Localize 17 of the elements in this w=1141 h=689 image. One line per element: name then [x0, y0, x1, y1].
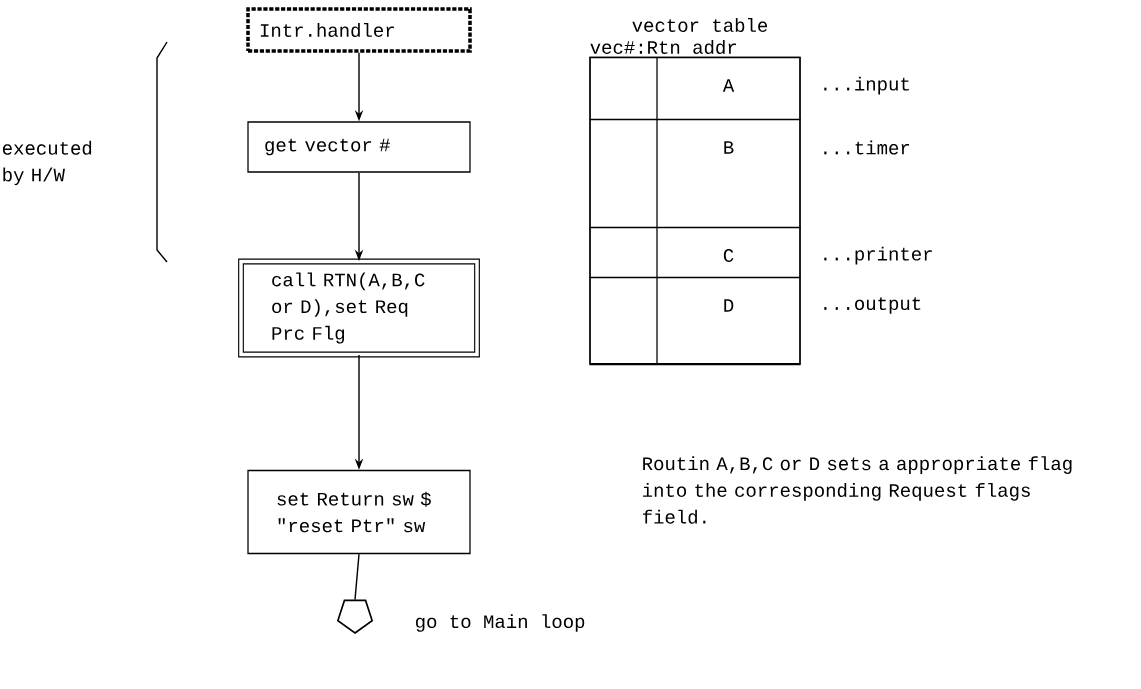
note: go to Main loop — [416, 614, 585, 632]
note: ...output — [824, 297, 921, 314]
table-row: D — [589, 276, 801, 365]
process-box: Intr.handler — [246, 7, 472, 53]
note: ...printer — [824, 246, 932, 265]
note: executed by H/W — [2, 140, 92, 186]
table-row: C — [589, 226, 801, 279]
note: ...timer — [824, 140, 910, 155]
process-box: call RTN(A,B,C or D),set Req Prc Flg — [238, 258, 480, 358]
process-box: get vector # — [247, 121, 471, 173]
table-row: B — [589, 118, 801, 229]
table-row: A — [589, 56, 801, 121]
process-box: set Return sw $ "reset Ptr" sw — [247, 469, 471, 555]
note: Routin A,B,C or D sets a appropriate flag into the corresponding Request flags field. — [642, 456, 1072, 524]
node-label: vec#:Rtn addr — [590, 40, 737, 54]
node-label: vector table — [632, 18, 768, 32]
note: ...input — [824, 76, 909, 95]
